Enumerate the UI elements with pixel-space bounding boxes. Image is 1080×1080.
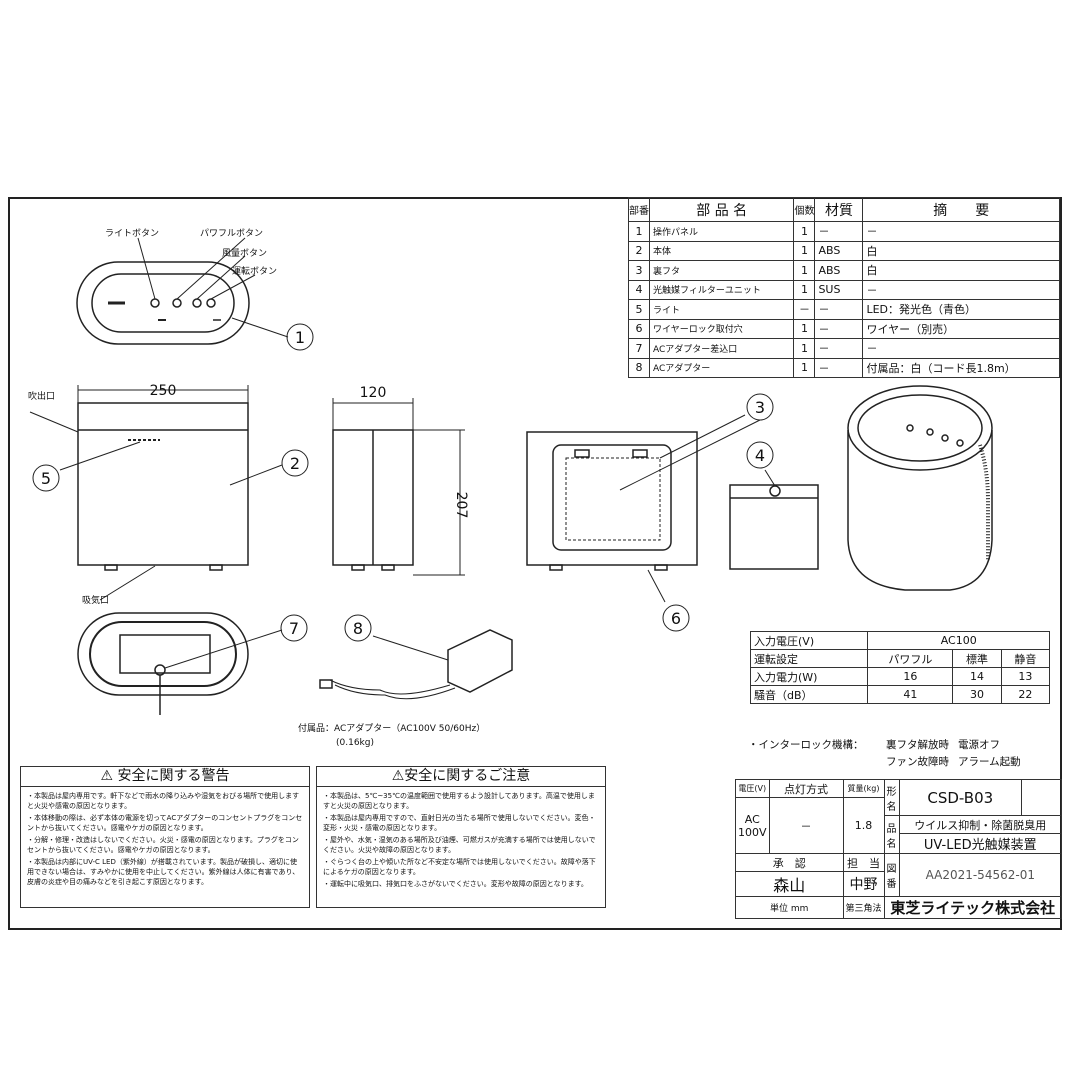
adapter-note: 付属品：ACアダプター（AC100V 50/60Hz） [298,722,485,734]
callouts [32,323,774,642]
drawing-frame [8,197,1062,930]
parts-cell: 白 [862,240,1060,261]
parts-cell: ライト [648,299,795,320]
warning-item: ・本製品は屋内専用です。軒下などで雨水の降り込みや湿気をおびる場所で使用しますと… [27,792,300,810]
parts-cell: － [862,338,1060,359]
parts-cell: 1 [793,221,816,242]
bottom-view [77,612,283,715]
parts-cell: － [814,338,864,359]
safety-caution-box: ⚠安全に関するご注意 ・本製品は、5℃~35℃の温度範囲で使用するよう設計してあ… [316,766,606,908]
parts-cell: 4 [628,279,650,300]
power-button-icon [206,298,216,308]
caution-item: ・屋外や、水気・湿気のある場所及び油煙、可燃ガスが充満する場所では使用しないでく… [323,836,596,854]
callout-6: 6 [671,609,681,628]
warning-item: ・本体移動の際は、必ず本体の電源を切ってACアダプターのコンセントプラグをコンセ… [27,814,303,832]
light-button-icon [150,298,160,308]
label-light-button: ライトボタン [105,228,159,239]
back-view [526,414,761,603]
parts-cell: － [862,279,1060,300]
parts-cell: 付属品：白（コード長1.8m） [862,357,1060,378]
parts-cell: ワイヤー（別売） [862,318,1060,339]
parts-cell: 2 [628,240,650,261]
parts-cell: ACアダプター [648,357,795,378]
safety-warning-box: ⚠ 安全に関する警告 ・本製品は屋内専用です。軒下などで雨水の降り込みや湿気をお… [20,766,310,908]
fan-button-icon [192,298,202,308]
callout-3: 3 [755,398,765,417]
parts-cell: SUS [814,279,864,300]
caution-item: ・ぐらつく台の上や傾いた所など不安定な場所では使用しないでください。故障や落下に… [323,858,596,876]
interlock-note: ・インターロック機構：裏フタ解放時電源オフ ファン故障時アラーム起動 [748,739,1021,768]
parts-cell: LED：発光色（青色） [862,299,1060,320]
parts-cell: ABS [814,260,864,281]
callout-2: 2 [290,454,300,473]
parts-cell: 1 [628,221,650,242]
side-view [332,398,465,576]
parts-cell: － [814,299,864,320]
adapter-weight: (0.16kg) [336,738,374,748]
label-power-button: 運転ボタン [232,266,277,277]
parts-cell: 裏フタ [648,260,795,281]
parts-cell: 7 [628,338,650,359]
caution-item: ・本製品は屋内専用ですので、直射日光の当たる場所で使用しないでください。変色・変… [323,814,596,832]
parts-cell: 光触媒フィルターユニット [648,279,795,300]
callout-8: 8 [353,619,363,638]
parts-cell: 5 [628,299,650,320]
parts-cell: － [814,221,864,242]
parts-cell: 1 [793,260,816,281]
label-outlet: 吹出口 [28,390,55,402]
parts-cell: 操作パネル [648,221,795,242]
top-view-panel [76,237,289,345]
ac-adapter [319,629,513,700]
parts-cell: 8 [628,357,650,378]
parts-cell: ACアダプター差込口 [648,338,795,359]
parts-cell: － [793,299,816,320]
parts-cell: 1 [793,318,816,339]
parts-cell: ワイヤーロック取付穴 [648,318,795,339]
dim-depth: 120 [360,385,387,401]
parts-cell: 3 [628,260,650,281]
caution-title: ⚠安全に関するご注意 [317,767,605,787]
parts-cell: 1 [793,338,816,359]
parts-cell: 本体 [648,240,795,261]
callout-7: 7 [289,619,299,638]
parts-cell: 1 [793,240,816,261]
dim-height: 207 [453,492,469,519]
callout-5: 5 [41,469,51,488]
label-powerful-button: パワフルボタン [200,228,263,239]
parts-cell: 白 [862,260,1060,281]
warning-item: ・本製品は内部にUV-C LED（紫外線）が搭載されています。製品が破損し、適切… [27,858,300,886]
parts-cell: 1 [793,357,816,378]
caution-item: ・本製品は、5℃~35℃の温度範囲で使用するよう設計してあります。高温で使用しま… [323,792,595,810]
front-view [29,385,283,601]
powerful-button-icon [172,298,182,308]
parts-cell: 1 [793,279,816,300]
label-fan-button: 風量ボタン [222,248,267,259]
callout-4: 4 [755,446,765,465]
parts-cell: － [814,318,864,339]
isometric-view [847,385,993,591]
parts-cell: － [862,221,1060,242]
label-inlet: 吸気口 [82,594,109,606]
parts-cell: 6 [628,318,650,339]
dim-width: 250 [150,383,177,399]
filter-unit [729,469,819,570]
caution-item: ・運転中に吸気口、排気口をふさがないでください。変形や故障の原因となります。 [323,880,588,888]
warning-item: ・分解・修理・改造はしないでください。火災・感電の原因となります。プラグをコンセ… [27,836,299,854]
parts-cell: － [814,357,864,378]
warning-title: ⚠ 安全に関する警告 [21,767,309,787]
parts-cell: ABS [814,240,864,261]
callout-1: 1 [295,328,305,347]
